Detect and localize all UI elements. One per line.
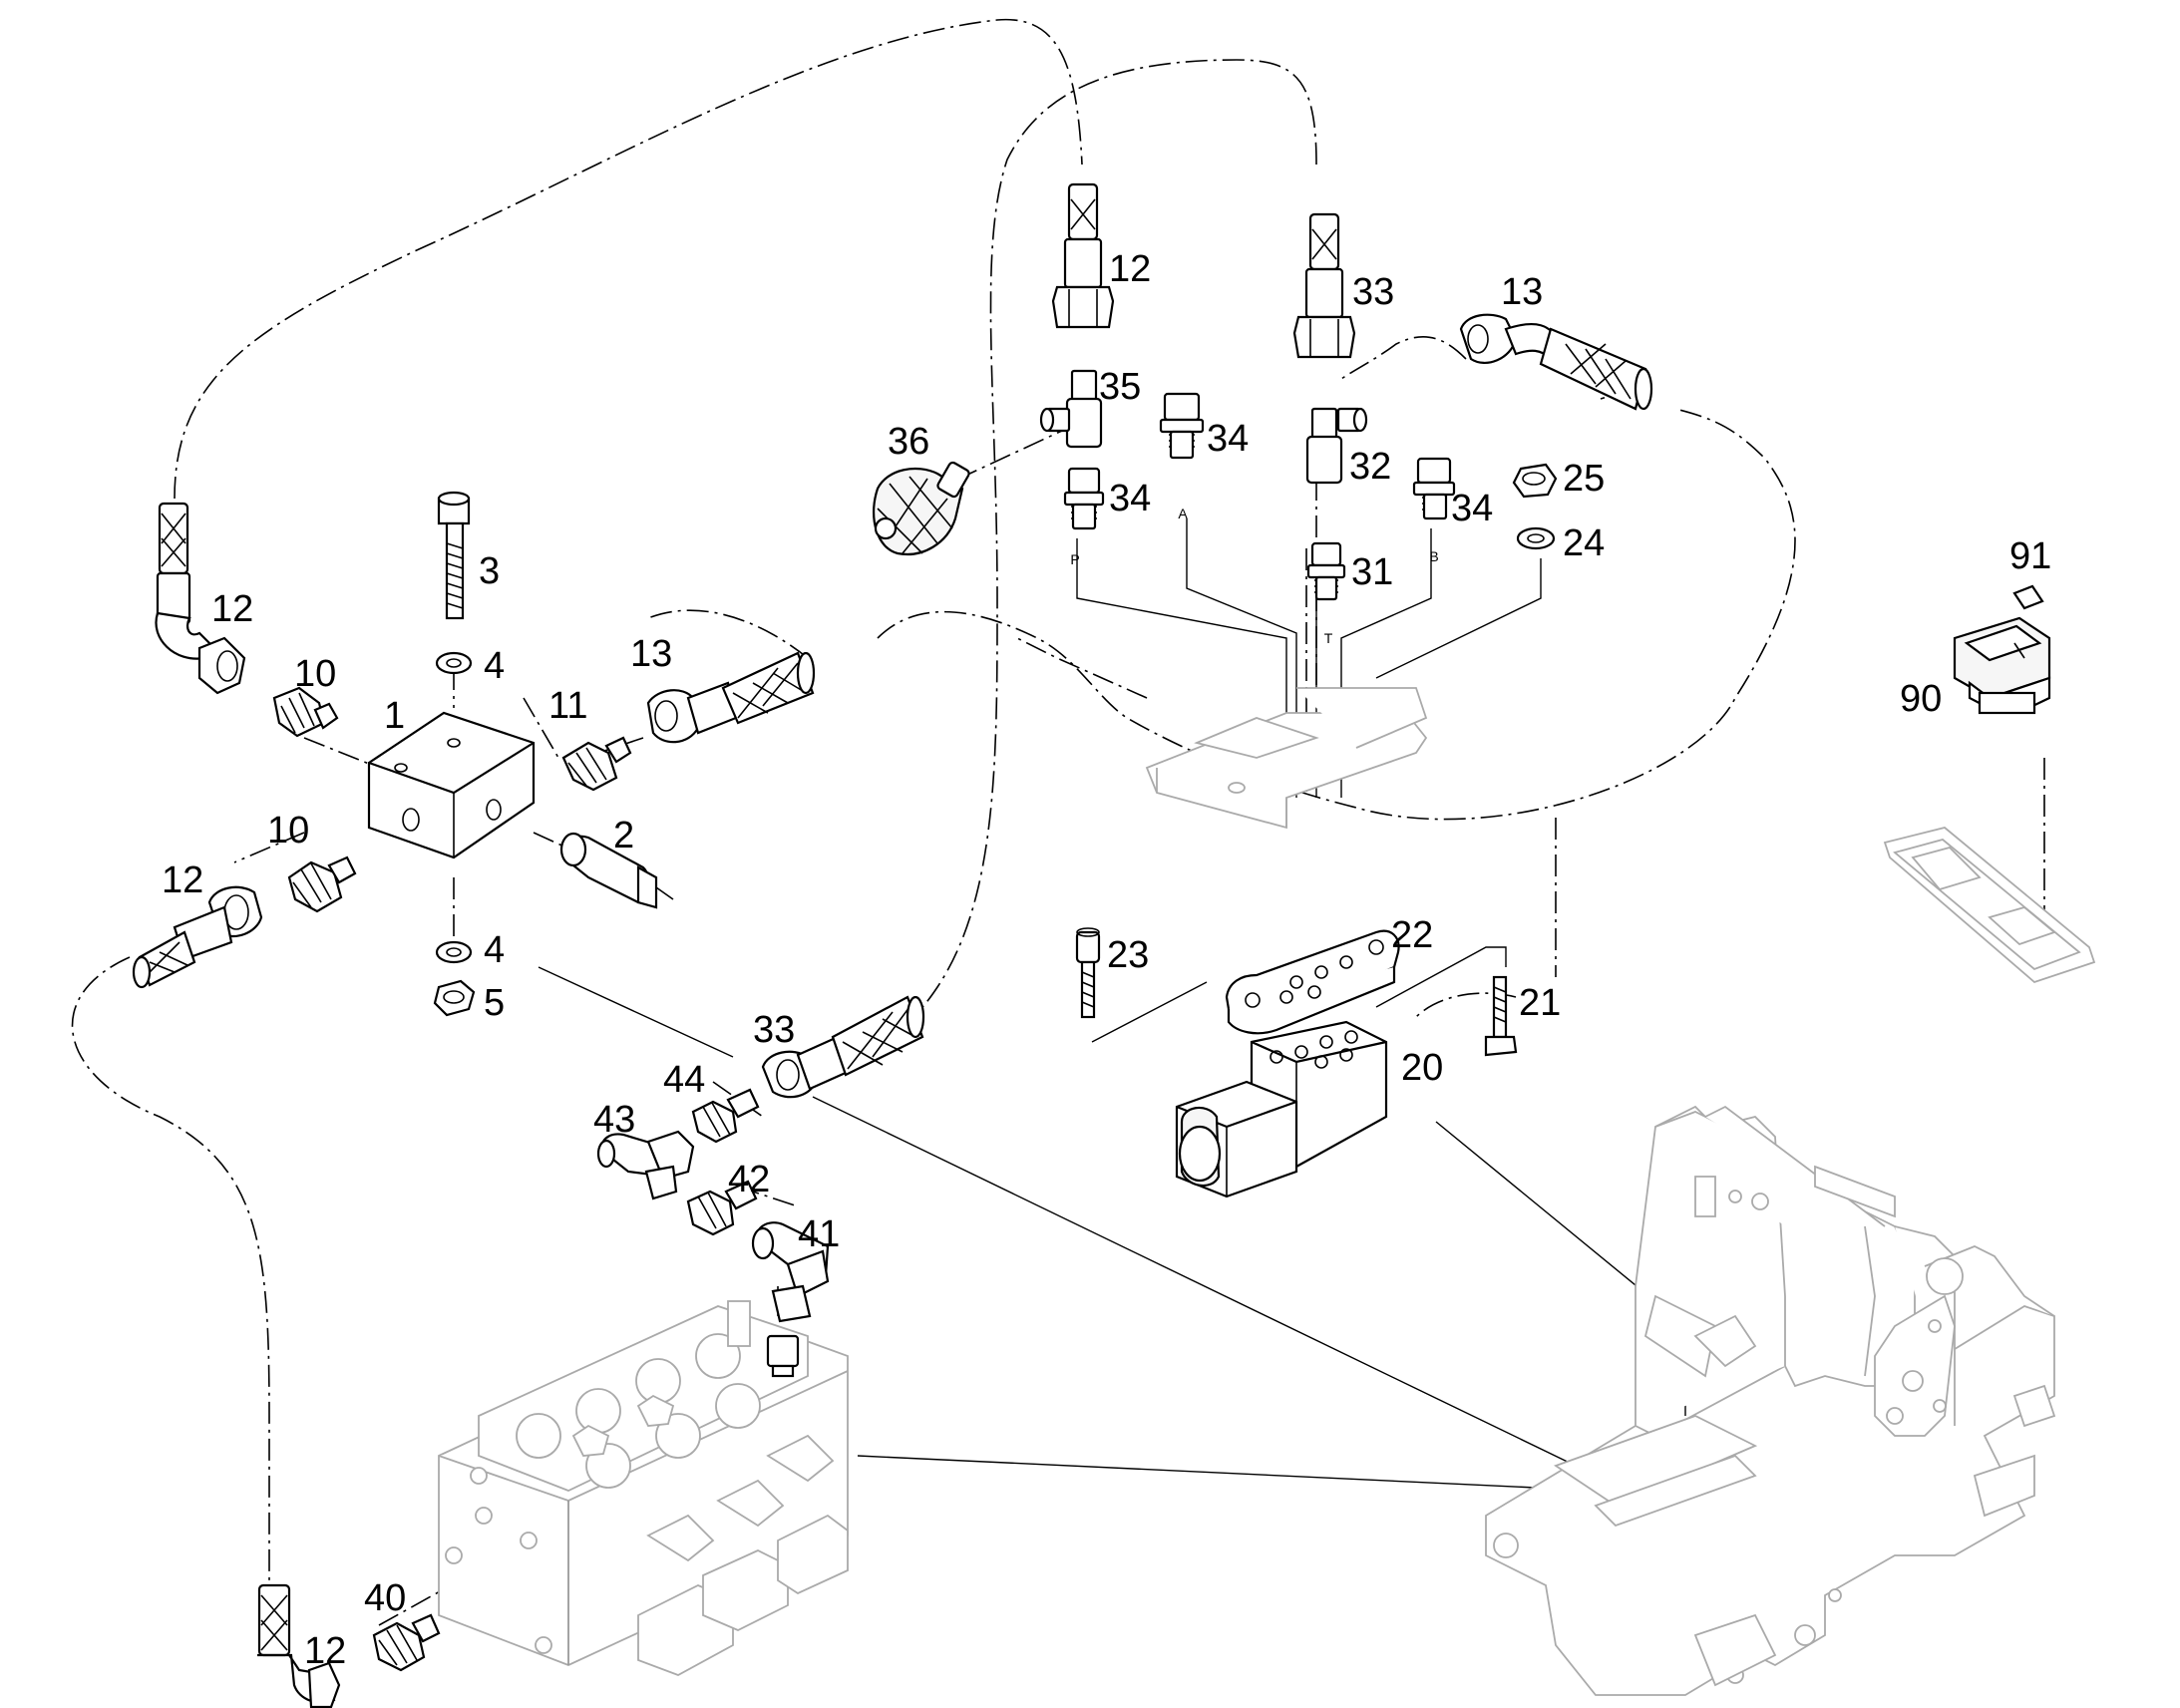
callout-42: 42: [728, 1159, 770, 1200]
callout-44: 44: [663, 1059, 705, 1101]
callout-21: 21: [1519, 982, 1561, 1024]
panel-ghost: [1883, 827, 2096, 984]
tee-fitting-43: [596, 1130, 695, 1200]
callout-34-p: 34: [1109, 478, 1151, 519]
callout-12-top: 12: [1109, 248, 1151, 290]
adapter-44: [691, 1088, 760, 1144]
callout-24: 24: [1563, 522, 1605, 564]
washer-24: [1516, 526, 1556, 550]
callout-91: 91: [2009, 535, 2051, 577]
mounting-plate-ghost: [1145, 687, 1428, 830]
port-label-p: P: [1070, 551, 1079, 567]
callout-43: 43: [593, 1099, 635, 1141]
hose-12-left-lower: [132, 885, 263, 989]
hose-33-top: [1292, 212, 1356, 359]
elbow-fitting-41: [751, 1221, 830, 1323]
callout-13-top: 13: [1501, 271, 1543, 313]
hose-13-left: [646, 651, 816, 744]
callout-numbers: 12 35 34 36 34 33 13 32 31 34 25 24 91 9…: [162, 248, 2051, 1672]
port-letters: P A T B: [1070, 506, 1438, 646]
bolt-23: [1075, 927, 1101, 1019]
callout-34-a: 34: [1207, 418, 1249, 460]
callout-20: 20: [1401, 1047, 1443, 1089]
washer-4-bottom: [435, 940, 473, 964]
callout-33-top: 33: [1352, 271, 1394, 313]
callout-3: 3: [479, 550, 500, 592]
subplate-22: [1225, 929, 1400, 1035]
callout-11: 11: [548, 685, 587, 727]
nut-5: [433, 979, 476, 1017]
solenoid-valve-20: [1175, 1020, 1388, 1198]
tee-fitting-35: [1039, 369, 1103, 449]
callout-5: 5: [484, 982, 505, 1024]
callout-4-top: 4: [484, 645, 505, 687]
callout-31: 31: [1351, 551, 1393, 593]
callout-35: 35: [1099, 366, 1141, 408]
pressure-sensor-36: [873, 461, 970, 556]
adapter-34-p: [1063, 467, 1105, 530]
callout-4-bottom: 4: [484, 929, 505, 971]
callout-10-lower: 10: [267, 810, 309, 852]
adapter-10-lower: [287, 855, 357, 913]
callout-12-bottom: 12: [304, 1630, 346, 1672]
tee-fitting-32: [1305, 407, 1368, 485]
switch-90: [1953, 616, 2051, 715]
callout-22: 22: [1391, 914, 1433, 956]
valve-block-1: [367, 711, 536, 859]
callout-12-left: 12: [211, 588, 253, 630]
adapter-40: [372, 1613, 441, 1672]
pressure-switch-2: [559, 832, 674, 909]
valve-port-fitting: [766, 1334, 800, 1378]
callout-1: 1: [384, 695, 405, 737]
adapter-34-b: [1412, 457, 1456, 520]
callout-13-left: 13: [630, 633, 672, 675]
callout-23: 23: [1107, 934, 1149, 976]
hose-12-top: [1051, 182, 1115, 329]
bolt-3: [437, 491, 471, 620]
loader-frame: [1485, 1105, 2056, 1696]
callout-25: 25: [1563, 458, 1605, 500]
hose-13-top: [1459, 313, 1653, 411]
nut-25: [1512, 463, 1558, 499]
adapter-42: [686, 1180, 758, 1236]
callout-90: 90: [1900, 678, 1942, 720]
washer-4-top: [435, 651, 473, 675]
adapter-31-t: [1306, 541, 1346, 601]
cap-91: [2012, 584, 2044, 610]
callout-41: 41: [798, 1213, 840, 1255]
callout-36: 36: [888, 421, 929, 463]
adapter-11: [561, 736, 632, 792]
callout-10-upper: 10: [294, 653, 336, 695]
control-valve-bank: [438, 1300, 849, 1676]
adapter-34-a: [1159, 392, 1205, 460]
hose-33-lower: [761, 995, 925, 1099]
port-label-b: B: [1429, 548, 1438, 564]
callout-2: 2: [613, 815, 634, 856]
callout-40: 40: [364, 1577, 406, 1619]
callout-12-mid: 12: [162, 859, 203, 901]
port-label-a: A: [1178, 506, 1188, 521]
port-label-t: T: [1324, 630, 1333, 646]
callout-34-b: 34: [1451, 488, 1493, 529]
callout-32: 32: [1349, 446, 1391, 488]
adapter-10-upper: [272, 686, 339, 738]
callout-33-lower: 33: [753, 1009, 795, 1051]
hose-12-lower: [257, 1583, 341, 1708]
bolt-21: [1484, 975, 1518, 1057]
hose-12-left: [155, 502, 246, 695]
